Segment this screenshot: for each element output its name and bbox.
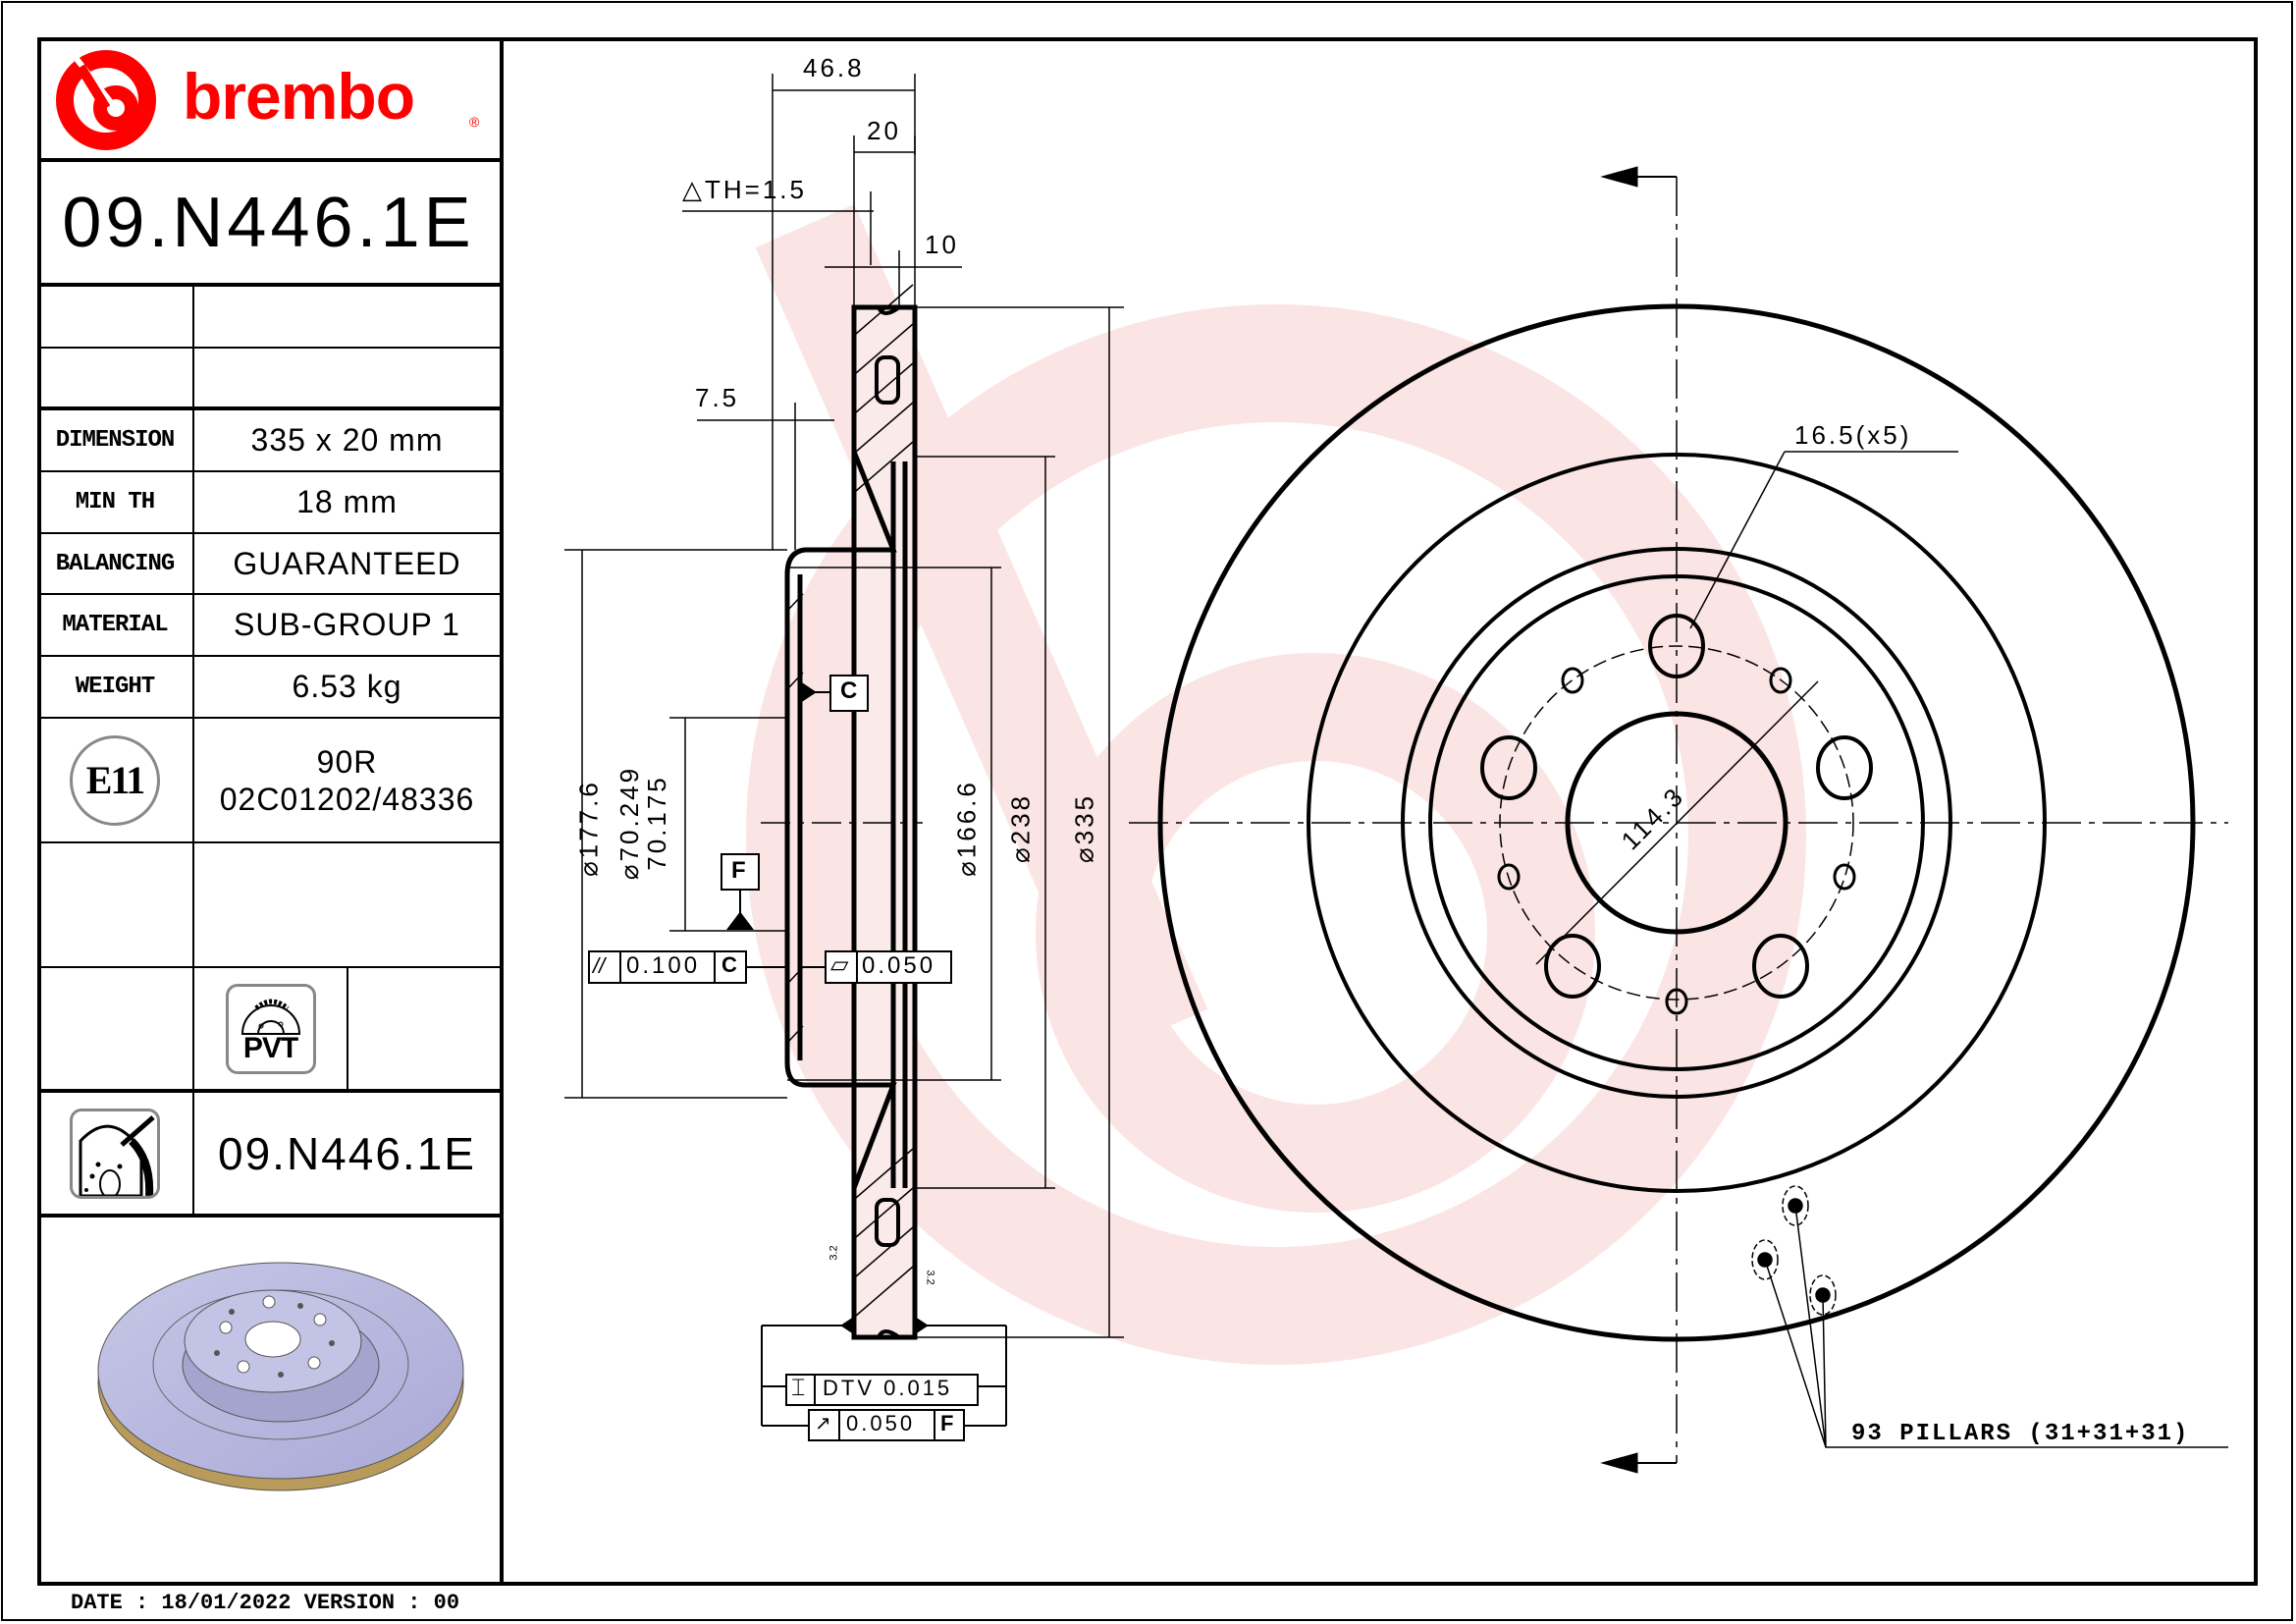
pcd-dimension: 114.3 — [1615, 780, 1690, 856]
spec-value: 18 mm — [296, 484, 398, 519]
dtv-symbol-icon: ⌶ — [791, 1375, 806, 1401]
painted-disc-icon — [70, 1108, 160, 1199]
spec-value: 335 x 20 mm — [250, 422, 444, 458]
spec-row-weight: WEIGHT 6.53 kg — [37, 657, 500, 719]
registered-mark: ® — [469, 114, 480, 130]
blank-row-1 — [37, 287, 500, 349]
spec-row-dimension: DIMENSION 335 x 20 mm — [37, 410, 500, 472]
vented-disc-icon: PVT — [225, 983, 316, 1074]
drawing-frame — [37, 37, 2258, 1586]
spec-label: WEIGHT — [37, 657, 194, 717]
runout-datum: F — [940, 1411, 957, 1435]
disc-render-icon — [97, 1262, 464, 1491]
section-hatching — [788, 284, 914, 1317]
dim-hat-offset: 7.5 — [695, 383, 740, 412]
runout-symbol-icon: ↗ — [815, 1413, 831, 1435]
blank-row-3 — [37, 843, 500, 968]
spec-value: 6.53 kg — [292, 669, 402, 704]
title-block: brembo ® 09.N446.1E DIMENSION 335 x 20 m… — [37, 37, 504, 1586]
spec-label: BALANCING — [37, 534, 194, 593]
pillars — [1751, 1185, 2228, 1448]
roughness-left: 3.2 — [828, 1245, 840, 1261]
parallelism-symbol-icon: // — [593, 953, 606, 978]
dia-238: ⌀238 — [1005, 792, 1036, 864]
regulation-number: 90R — [316, 743, 378, 780]
parallelism-datum: C — [721, 952, 740, 977]
brembo-logo-icon — [56, 50, 156, 150]
dim-overall-width: 46.8 — [803, 53, 865, 82]
roughness-right: 3.2 — [924, 1270, 936, 1285]
dim-delta-th: △TH=1.5 — [682, 175, 807, 204]
footer-date-version: DATE : 18/01/2022 VERSION : 00 — [71, 1591, 460, 1615]
approval-info: 90R 02C01202/48336 — [194, 719, 500, 841]
datum-f-label: F — [731, 857, 749, 884]
spec-row-min-th: MIN TH 18 mm — [37, 472, 500, 534]
datum-markers — [588, 675, 1007, 1441]
dim-thickness: 20 — [867, 116, 901, 145]
pvt-label: PVT — [242, 1031, 298, 1064]
blank-cell — [37, 349, 194, 406]
parallelism-value: 0.100 — [626, 952, 701, 979]
e11-badge: E11 — [37, 719, 194, 841]
dia-outer: ⌀335 — [1069, 792, 1099, 864]
blank-cell — [37, 287, 194, 347]
spec-row-material: MATERIAL SUB-GROUP 1 — [37, 595, 500, 657]
approval-row: E11 90R 02C01202/48336 — [37, 719, 500, 843]
brand-wordmark: brembo — [183, 60, 415, 133]
dimension-lines — [564, 74, 1124, 1338]
blank-cell — [37, 843, 194, 966]
dim-half-thickness: 10 — [925, 230, 959, 259]
spec-label: MIN TH — [37, 472, 194, 532]
dia-hat: ⌀177.6 — [573, 780, 604, 877]
painted-disc-badge — [37, 1093, 194, 1214]
brand-logo: brembo ® — [37, 37, 500, 162]
dtv-value: DTV 0.015 — [823, 1376, 953, 1400]
painted-part-number: 09.N446.1E — [218, 1127, 476, 1179]
spec-label: MATERIAL — [37, 595, 194, 655]
runout-value: 0.050 — [846, 1411, 916, 1435]
approval-number: 02C01202/48336 — [219, 781, 475, 817]
flatness-symbol-icon: ▱ — [830, 951, 849, 978]
pvt-row: PVT — [37, 968, 500, 1093]
pvt-badge: PVT — [194, 968, 348, 1089]
dia-inner-friction: ⌀166.6 — [951, 780, 982, 877]
spec-row-balancing: BALANCING GUARANTEED — [37, 534, 500, 595]
pillars-callout: 93 PILLARS (31+31+31) — [1851, 1421, 2190, 1447]
painted-part-row: 09.N446.1E — [37, 1093, 500, 1218]
datum-c-label: C — [840, 677, 861, 704]
front-view — [1129, 166, 2228, 1474]
spec-value: SUB-GROUP 1 — [234, 607, 460, 642]
spec-value: GUARANTEED — [233, 545, 461, 581]
blank-cell — [37, 968, 194, 1089]
part-number-title: 09.N446.1E — [37, 162, 500, 287]
disc-3d-render — [37, 1218, 500, 1582]
bolt-hole-callout: 16.5(x5) — [1794, 420, 1912, 450]
blank-row-2 — [37, 349, 500, 410]
small-holes — [1497, 667, 1856, 1015]
flatness-value: 0.050 — [862, 952, 936, 979]
spec-label: DIMENSION — [37, 410, 194, 470]
e11-mark: E11 — [70, 734, 160, 826]
